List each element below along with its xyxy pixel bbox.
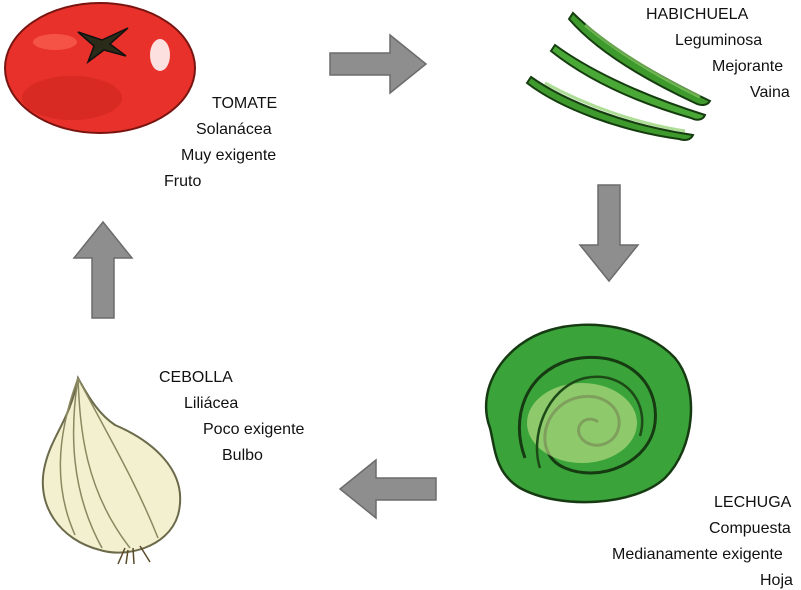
lettuce-illustration — [470, 318, 700, 508]
bean-name: HABICHUELA — [646, 7, 748, 23]
lettuce-demand: Medianamente exigente — [612, 547, 783, 563]
arrow-up-icon — [72, 220, 134, 320]
onion-family: Liliácea — [184, 396, 238, 412]
lettuce-family: Compuesta — [709, 521, 791, 537]
bean-part: Vaina — [750, 85, 790, 101]
tomato-family: Solanácea — [196, 122, 272, 138]
lettuce-part: Hoja — [760, 573, 793, 589]
bean-family: Leguminosa — [675, 33, 762, 49]
onion-part: Bulbo — [222, 448, 263, 464]
onion-illustration — [30, 370, 200, 565]
bean-demand: Mejorante — [712, 59, 783, 75]
arrow-left-icon — [338, 458, 438, 520]
onion-name: CEBOLLA — [159, 370, 233, 386]
tomato-part: Fruto — [164, 174, 201, 190]
green-bean-illustration — [525, 5, 715, 145]
onion-demand: Poco exigente — [203, 422, 304, 438]
tomato-name: TOMATE — [212, 96, 277, 112]
arrow-right-icon — [328, 33, 428, 95]
tomato-illustration — [0, 0, 200, 140]
lettuce-name: LECHUGA — [714, 495, 791, 511]
tomato-demand: Muy exigente — [181, 148, 276, 164]
arrow-down-icon — [578, 183, 640, 283]
